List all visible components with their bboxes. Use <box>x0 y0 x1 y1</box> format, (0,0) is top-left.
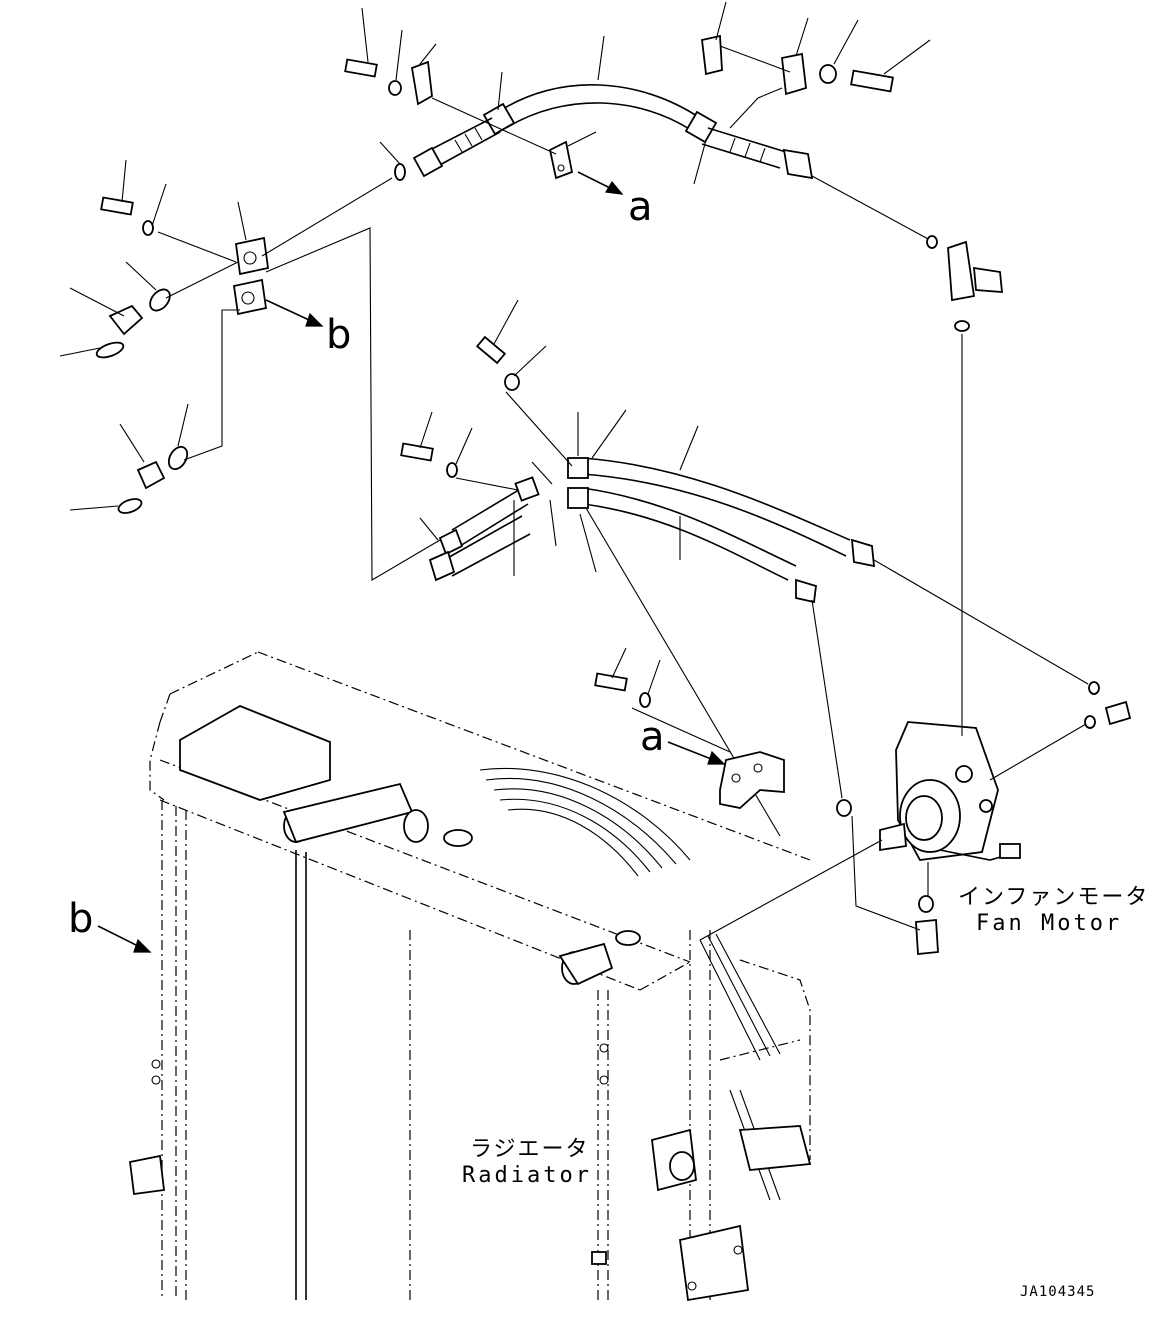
radiator-label-jp: ラジエータ <box>470 1137 590 1162</box>
ref-letter-a-top: a <box>628 184 653 230</box>
bracket-a <box>594 647 785 809</box>
fan-motor-label-en: Fan Motor <box>976 911 1122 936</box>
left-leaders <box>59 159 441 581</box>
upper-clamps <box>410 34 807 180</box>
fan-motor-label-jp: インファンモータ <box>958 885 1149 910</box>
middle-hoses <box>400 335 876 604</box>
ref-letter-a-bottom: a <box>640 714 665 760</box>
drawing-code: JA104345 <box>1020 1284 1095 1300</box>
arrow-b-lower <box>97 925 152 953</box>
fan-motor <box>699 235 1132 955</box>
connector-blocks <box>95 196 270 514</box>
radiator-label-en: Radiator <box>462 1163 592 1188</box>
ref-letter-b-top: b <box>326 312 351 358</box>
upper-hose <box>412 84 814 180</box>
middle-leaders <box>419 299 1089 837</box>
radiator <box>129 651 812 1302</box>
upper-bolts <box>344 58 894 181</box>
ref-letter-b-bottom: b <box>68 896 93 942</box>
upper-leaders <box>361 1 931 241</box>
